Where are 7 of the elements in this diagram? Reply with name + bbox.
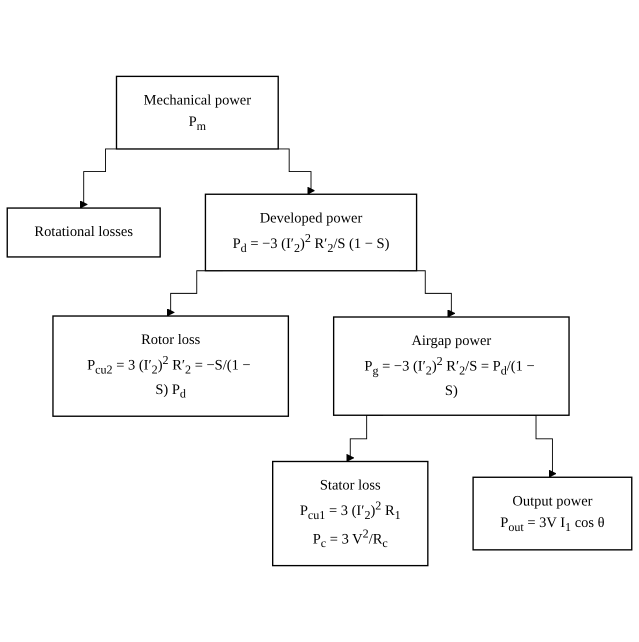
node-box: Mechanical power P$_{m}$ [116, 76, 279, 150]
node-box: Stator loss P$_{cu1}$ = 3 (I′$_{2}$)$^{2}$ R$_{1}$ P$_{c}$ = 3 V$^{2}$/R$_{c}$ [272, 460, 428, 566]
node-box: Airgap power P$_{g}$ = −3 (I′$_{2}$)$^{2}$ R′$_{2}$/S = P$_{d}$/(1 − S) [332, 316, 570, 416]
node-box: Developed power P$_{d}$ = −3 (I′$_{2}$)$^{2}$ R′$_{2}$/S (1 − S) [204, 194, 418, 272]
node-box: Rotational losses [6, 207, 161, 258]
node-box: Output power P$_{out}$ = 3V I$_{1}$ cos θ [472, 476, 632, 551]
node-box: Rotor loss P$_{cu2}$ = 3 (I′$_{2}$)$^{2}$ R′$_{2}$ = −S/(1 − S) P$_{d}$ [52, 315, 290, 417]
